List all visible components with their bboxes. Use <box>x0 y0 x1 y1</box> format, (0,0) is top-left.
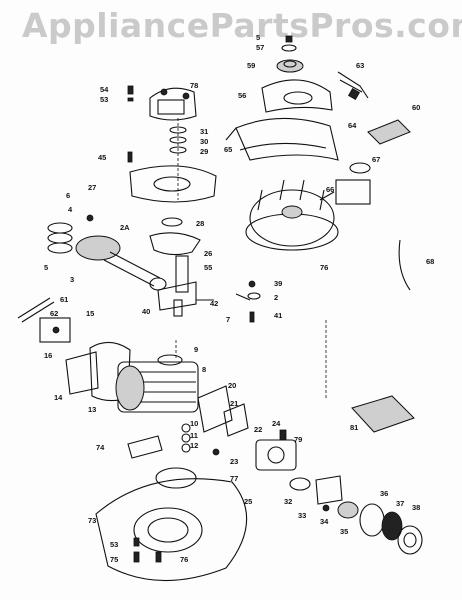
callout-label-75: 75 <box>110 555 118 564</box>
callout-label-29: 29 <box>200 147 208 156</box>
decal-plate <box>367 119 411 145</box>
reed-valve-assembly <box>181 385 249 456</box>
callout-label-8: 8 <box>202 365 206 374</box>
callout-label-26: 26 <box>204 249 212 258</box>
crankcase-cover <box>129 165 217 203</box>
valve-springs <box>169 118 187 200</box>
callout-label-5: 5 <box>44 263 48 272</box>
callout-label-11: 11 <box>190 431 198 440</box>
callout-label-3: 3 <box>70 275 74 284</box>
bottom-screws <box>133 537 162 563</box>
callout-label-9: 9 <box>194 345 198 354</box>
callout-label-22: 22 <box>254 425 262 434</box>
callout-label-45: 45 <box>98 153 106 162</box>
callout-label-38: 38 <box>412 503 420 512</box>
callout-label-68: 68 <box>426 257 434 266</box>
starter-screw <box>276 35 304 73</box>
callout-label-20: 20 <box>228 381 236 390</box>
callout-label-53: 53 <box>100 95 108 104</box>
needle-valve <box>235 280 261 323</box>
callout-label-27: 27 <box>88 183 96 192</box>
callout-label-35: 35 <box>340 527 348 536</box>
callout-label-32: 32 <box>284 497 292 506</box>
callout-label-55: 55 <box>204 263 212 272</box>
callout-label-79: 79 <box>294 435 302 444</box>
callout-label-78: 78 <box>190 81 198 90</box>
crankshaft <box>157 255 214 317</box>
blower-housing <box>225 117 339 161</box>
callout-label-56: 56 <box>238 91 246 100</box>
callout-label-15: 15 <box>86 309 94 318</box>
gasket-74 <box>127 435 163 459</box>
callout-label-7: 7 <box>226 315 230 324</box>
callout-label-65: 65 <box>224 145 232 154</box>
callout-label-16: 16 <box>44 351 52 360</box>
gasket-77 <box>155 467 197 489</box>
callout-label-39: 39 <box>274 279 282 288</box>
callout-label-59: 59 <box>247 61 255 70</box>
starter-handle <box>337 71 369 101</box>
callout-label-25: 25 <box>244 497 252 506</box>
callout-label-28: 28 <box>196 219 204 228</box>
callout-label-2A: 2A <box>120 223 130 232</box>
callout-label-33: 33 <box>298 511 306 520</box>
callout-label-64: 64 <box>348 121 357 130</box>
callout-label-67: 67 <box>372 155 380 164</box>
callout-label-31: 31 <box>200 127 208 136</box>
throttle-linkage <box>17 297 71 343</box>
starter-housing <box>261 79 333 113</box>
piston-and-rod <box>75 235 167 291</box>
callout-label-23: 23 <box>230 457 238 466</box>
callout-label-41: 41 <box>274 311 282 320</box>
callout-label-62: 62 <box>50 309 58 318</box>
flywheel <box>245 179 339 251</box>
plate-81 <box>351 395 415 433</box>
callout-label-60: 60 <box>412 103 420 112</box>
callout-label-42: 42 <box>210 299 218 308</box>
callout-label-37: 37 <box>396 499 404 508</box>
pin-45 <box>127 151 133 163</box>
callout-label-76: 76 <box>320 263 328 272</box>
callout-label-57: 57 <box>256 43 264 52</box>
air-filter <box>289 475 423 555</box>
callout-label-6: 6 <box>66 191 70 200</box>
cylinder <box>115 354 199 413</box>
callout-label-4: 4 <box>68 205 73 214</box>
ignition-wire <box>398 239 411 291</box>
callout-label-76: 76 <box>180 555 188 564</box>
callout-label-74: 74 <box>96 443 105 452</box>
callout-label-73: 73 <box>88 516 96 525</box>
callout-label-5: 5 <box>256 33 260 42</box>
callout-label-30: 30 <box>200 137 208 146</box>
cylinder-head-parts <box>127 85 197 121</box>
piston-rings <box>47 214 94 254</box>
callout-label-54: 54 <box>100 85 109 94</box>
callout-label-63: 63 <box>356 61 364 70</box>
callout-label-2: 2 <box>274 293 278 302</box>
callout-label-36: 36 <box>380 489 388 498</box>
callout-label-14: 14 <box>54 393 63 402</box>
callout-label-40: 40 <box>142 307 150 316</box>
callout-label-12: 12 <box>190 441 198 450</box>
callout-label-10: 10 <box>190 419 198 428</box>
callout-label-61: 61 <box>60 295 68 304</box>
callout-label-34: 34 <box>320 517 329 526</box>
drawing <box>17 35 423 582</box>
callout-label-81: 81 <box>350 423 358 432</box>
callout-label-77: 77 <box>230 474 238 483</box>
callout-label-53: 53 <box>110 540 118 549</box>
callout-label-21: 21 <box>230 399 238 408</box>
gasket-plate <box>149 217 201 256</box>
callout-label-13: 13 <box>88 405 96 414</box>
base-plate <box>95 478 248 582</box>
ignition-coil <box>319 162 371 205</box>
callout-label-24: 24 <box>272 419 281 428</box>
callout-label-66: 66 <box>326 185 334 194</box>
carburetor <box>255 429 297 471</box>
watermark: AppliancePartsPros.com <box>22 6 462 45</box>
